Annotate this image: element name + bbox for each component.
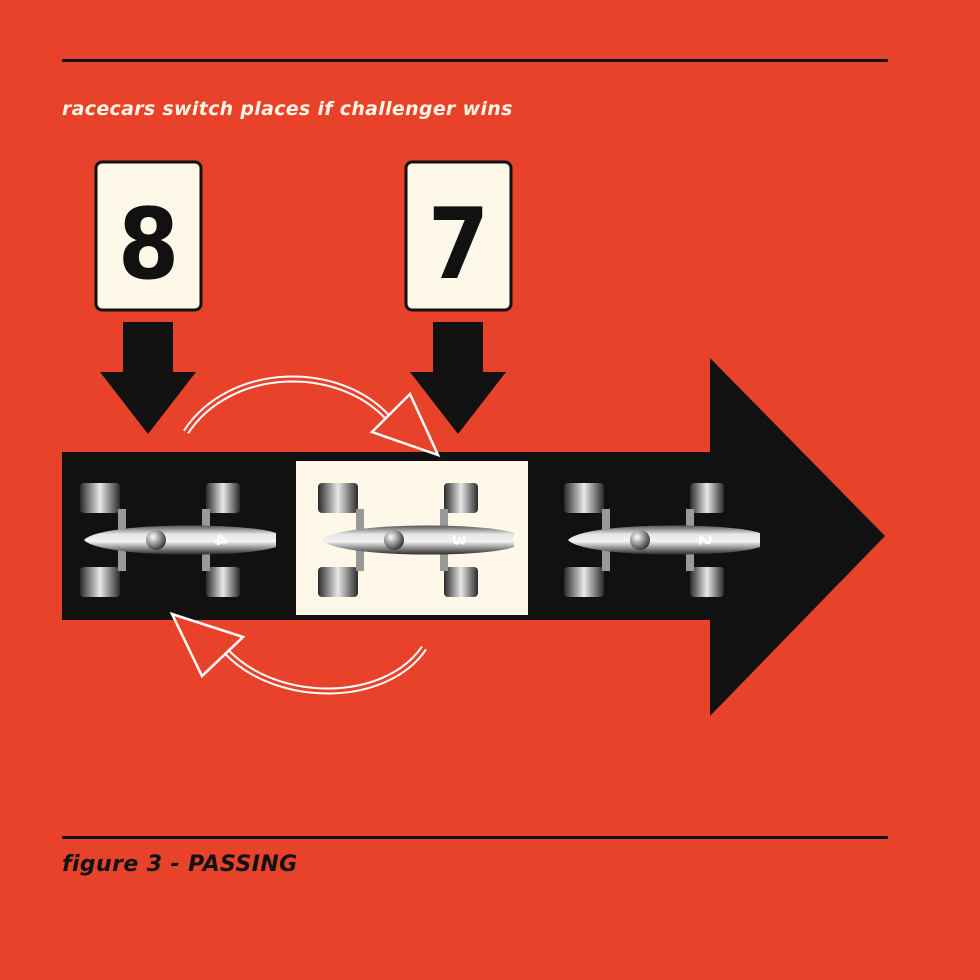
score-card-value: 8 <box>118 188 179 302</box>
down-arrow-icon <box>410 322 506 434</box>
curved-arrow-right-icon <box>183 375 441 458</box>
racecar-4: 4 <box>80 483 276 597</box>
bottom-rule <box>62 836 888 839</box>
score-card-leader: 7 <box>404 160 513 312</box>
car-number: 2 <box>694 534 714 546</box>
curved-arrow-left-icon <box>169 611 427 695</box>
top-rule <box>62 59 888 62</box>
car-number: 4 <box>210 534 230 546</box>
score-card-value: 7 <box>428 188 489 302</box>
down-arrow-icon <box>100 322 196 434</box>
racecar-2: 2 <box>564 483 760 597</box>
caption: racecars switch places if challenger win… <box>62 98 513 120</box>
figure-label: figure 3 - PASSING <box>62 852 298 877</box>
score-card-challenger: 8 <box>94 160 203 312</box>
car-number: 3 <box>448 534 468 546</box>
racecar-3: 3 <box>318 483 514 597</box>
